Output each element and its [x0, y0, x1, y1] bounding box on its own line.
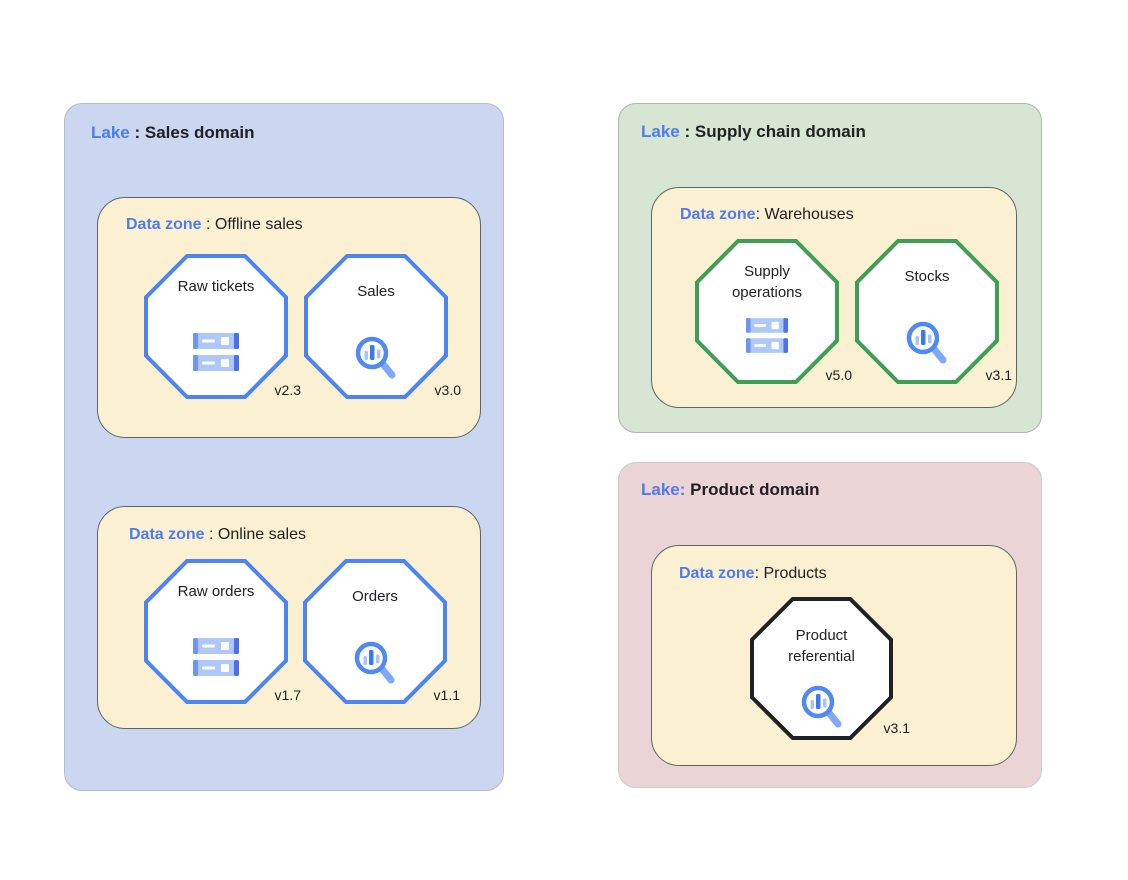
- asset-label: Sales: [357, 283, 395, 300]
- search-chart-icon: [801, 685, 841, 728]
- data-zone-label: Data zone: [129, 526, 205, 543]
- data-zone-label: Data zone: [680, 206, 756, 223]
- asset-label: Stocks: [904, 268, 950, 285]
- storage-icon: [193, 638, 239, 676]
- data-zone-online-sales: Data zone : Online sales Raw orders v1.: [97, 506, 481, 729]
- lake-product-domain: Lake: Product domain Data zone: Products…: [618, 462, 1042, 788]
- data-zone-label: Data zone: [126, 216, 202, 233]
- zone-name: Warehouses: [764, 206, 854, 223]
- zone-products-title: Data zone: Products: [679, 565, 827, 582]
- asset-product-referential: Product referential v3.1: [750, 597, 910, 740]
- zone-offline-title: Data zone : Offline sales: [126, 216, 303, 233]
- asset-label: Raw orders: [177, 583, 255, 600]
- zone-online-title: Data zone : Online sales: [129, 526, 306, 543]
- lake-sales-title: Lake : Sales domain: [91, 123, 255, 142]
- search-chart-icon: [354, 641, 395, 684]
- data-zone-offline-sales: Data zone : Offline sales Raw tickets v: [97, 197, 481, 438]
- lake-name: Sales domain: [144, 123, 255, 142]
- asset-version: v2.3: [274, 382, 301, 398]
- lake-label: Lake: [641, 122, 680, 141]
- asset-version: v1.1: [433, 687, 460, 703]
- zone-name: Offline sales: [214, 216, 303, 233]
- asset-orders: Orders v1.1: [303, 559, 460, 704]
- lake-supply-title: Lake : Supply chain domain: [641, 122, 866, 141]
- lake-name: Supply chain domain: [694, 122, 866, 141]
- search-chart-icon: [906, 321, 947, 364]
- storage-icon: [746, 318, 788, 353]
- asset-label: Raw tickets: [177, 278, 255, 295]
- asset-raw-tickets: Raw tickets v2.3: [144, 254, 301, 399]
- lake-label: Lake:: [641, 480, 686, 499]
- search-chart-icon: [355, 336, 396, 379]
- lake-name: Product domain: [690, 480, 820, 499]
- lake-product-title: Lake: Product domain: [641, 479, 820, 501]
- asset-sales: Sales v3.0: [304, 254, 461, 399]
- data-zone-warehouses: Data zone: Warehouses Supply operations: [651, 187, 1017, 408]
- storage-icon: [193, 333, 239, 371]
- zone-name: Online sales: [217, 526, 306, 543]
- asset-version: v3.1: [883, 720, 910, 736]
- data-zone-products: Data zone: Products Product referential …: [651, 545, 1017, 766]
- lake-sales-domain: Lake : Sales domain Data zone : Offline …: [64, 103, 504, 791]
- asset-version: v3.0: [434, 382, 461, 398]
- asset-raw-orders: Raw orders v1.7: [144, 559, 301, 704]
- asset-version: v1.7: [274, 687, 301, 703]
- data-zone-label: Data zone: [679, 565, 755, 582]
- asset-label: Supply operations: [731, 263, 803, 301]
- asset-version: v5.0: [825, 367, 852, 383]
- asset-stocks: Stocks v3.1: [855, 239, 1012, 384]
- asset-label: Product referential: [788, 627, 855, 665]
- asset-supply-operations: Supply operations v5.0: [695, 239, 852, 384]
- lake-label: Lake: [91, 123, 130, 142]
- asset-label: Orders: [352, 588, 398, 605]
- zone-warehouses-title: Data zone: Warehouses: [680, 206, 854, 223]
- lake-supply-chain-domain: Lake : Supply chain domain Data zone: Wa…: [618, 103, 1042, 433]
- asset-version: v3.1: [985, 367, 1012, 383]
- zone-name: Products: [763, 565, 827, 582]
